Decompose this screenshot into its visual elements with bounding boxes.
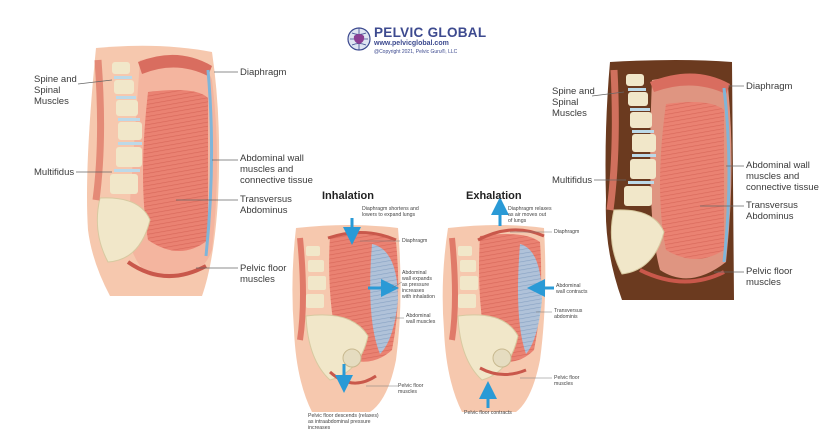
left-label-pelvic-floor: Pelvic floor muscles: [240, 263, 287, 285]
logo-title: PELVIC GLOBAL: [374, 25, 487, 40]
right-label-spine: Spine and Spinal Muscles: [552, 86, 595, 119]
left-label-spine: Spine and Spinal Muscles: [34, 74, 77, 107]
right-torso: [605, 60, 734, 300]
exhalation-title: Exhalation: [466, 190, 522, 202]
exhalation-diaphragm-label: Diaphragm: [554, 229, 580, 235]
left-label-transversus: Transversus Abdominus: [240, 194, 292, 216]
exhalation-abdominal-note: Abdominal wall contracts: [556, 283, 588, 295]
right-label-diaphragm: Diaphragm: [746, 81, 793, 92]
right-label-abdominal-wall: Abdominal wall muscles and connective ti…: [746, 160, 819, 193]
inhalation-pelvic-note: Pelvic floor descends (relaxes) as intra…: [308, 413, 379, 431]
left-leaders: [76, 71, 238, 269]
logo-copyright: @Copyright 2021, Pelvic Guru®, LLC: [374, 49, 458, 55]
exhalation-leaders: [510, 231, 552, 379]
inhalation-figure: [292, 218, 401, 412]
left-label-diaphragm: Diaphragm: [240, 67, 287, 78]
logo-url: www.pelvicglobal.com: [374, 40, 449, 47]
left-label-multifidus: Multifidus: [34, 167, 75, 178]
exhalation-pelvic-floor: Pelvic floor muscles: [554, 375, 580, 387]
right-label-multifidus: Multifidus: [552, 175, 593, 186]
exhalation-diaphragm-note: Diaphragm relaxes as air moves out of lu…: [508, 206, 552, 224]
right-label-pelvic-floor: Pelvic floor muscles: [746, 266, 793, 288]
left-torso: [87, 45, 220, 296]
inhalation-title: Inhalation: [322, 190, 374, 202]
right-label-transversus: Transversus Abdominus: [746, 200, 798, 222]
inhalation-diaphragm-note: Diaphragm shortens and lowers to expand …: [362, 206, 419, 218]
inhalation-abdominal-muscles: Abdominal wall muscles: [406, 313, 436, 325]
logo: PELVIC GLOBAL www.pelvicglobal.com @Copy…: [346, 24, 506, 64]
left-label-abdominal-wall: Abdominal wall muscles and connective ti…: [240, 153, 313, 186]
inhalation-leaders: [360, 240, 404, 387]
inhalation-abdominal-note: Abdominal wall expands as pressure incre…: [402, 270, 435, 300]
right-spine: [606, 69, 665, 275]
inhalation-pelvic-floor: Pelvic floor muscles: [398, 383, 424, 395]
globe-pelvis-icon: [347, 27, 371, 51]
exhalation-pelvic-note: Pelvic floor contracts: [464, 410, 512, 416]
exhalation-transversus: Transversus abdominis: [554, 308, 583, 320]
inhalation-diaphragm-label: Diaphragm: [402, 238, 428, 244]
right-leaders: [591, 85, 744, 273]
left-spine: [92, 59, 151, 263]
exhalation-figure: [442, 197, 554, 412]
